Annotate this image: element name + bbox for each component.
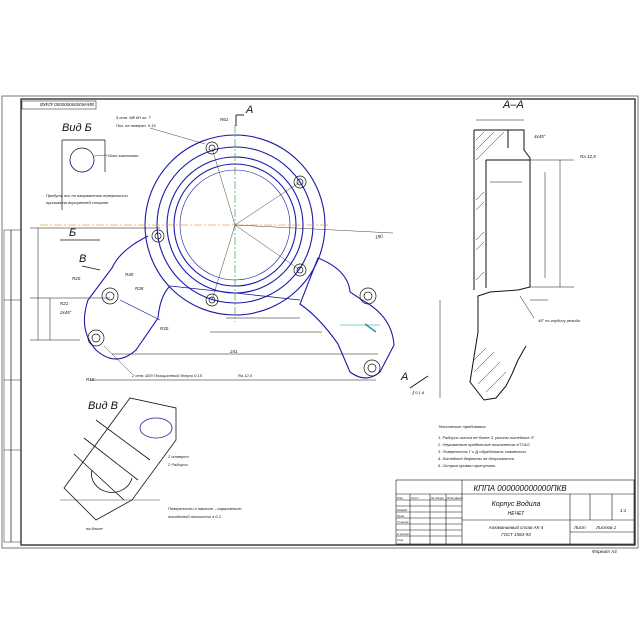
dim-r21: R21 [60, 301, 69, 306]
leader-top [149, 127, 206, 145]
note-base-1: Продуть ось по направлению поверхности [46, 193, 129, 198]
section-dim-lines [439, 119, 574, 398]
dim-r40: R40 [125, 272, 134, 277]
note-top-2: Поз. на поверхн. 0.15 [116, 123, 156, 128]
sheet-outer-border [1, 95, 639, 549]
tech-title: Технические требования [438, 424, 486, 429]
leader-window [93, 154, 109, 157]
view-b-outline [61, 139, 106, 210]
tb-row-date: Дата [454, 496, 463, 500]
dim-r30: R30 [160, 326, 169, 331]
tb-code: КППА 000000000000ПКВ [473, 484, 567, 493]
dim-4x45: 4х45° [534, 134, 546, 139]
tb-row-izm: Изм. [397, 496, 404, 500]
left-margin-strips [3, 229, 22, 543]
dim-r28: R28 [135, 286, 144, 291]
arrow-b-label: Б [69, 227, 76, 239]
main-view-holes [87, 141, 381, 377]
top-stamp-box [21, 100, 97, 110]
note-holes: 2 отв. Ø20 Позиционный допуск 0.15 [131, 373, 203, 378]
note-angle: 45° по глубину резьбы [538, 318, 580, 323]
view-v-title: Вид В [88, 400, 118, 412]
tb-sheet: Лист [573, 525, 586, 530]
note-roughness: Ra 12,5 [238, 373, 253, 378]
main-body-outline [83, 134, 395, 379]
tb-row-nkontr: Н.контр. [397, 532, 410, 536]
tb-row-list: Лист [410, 496, 419, 500]
tb-row-doc: № докум. [431, 496, 444, 500]
cut-mark-bottom [409, 375, 429, 389]
arrow-v-label: В [79, 253, 86, 265]
dim-r61: R61 [220, 117, 229, 122]
center-lines [40, 125, 394, 333]
view-v-outline [60, 397, 177, 521]
note-vd-1: 2 отверст [167, 454, 189, 459]
tb-row-utv: Утв. [397, 538, 404, 542]
dim-190: 190 [375, 234, 384, 240]
note-vd-3: Поверхности в наклоне – параллельно [168, 506, 242, 511]
tb-scale: 1:1 [620, 508, 627, 513]
main-dimension-lines [30, 227, 378, 381]
section-hatching [473, 131, 507, 393]
dim-r20: R20 [72, 276, 81, 281]
tb-material-2: ГОСТ 1583-93 [501, 532, 531, 537]
tech-req-1: 1. Радиусы литья не более 3, уклоны лите… [438, 435, 535, 440]
tech-req-4: 4. Литейные дефекты не допускаются. [438, 456, 515, 461]
tech-req-2: 2. Неуказанные предельные отклонения ±IT… [437, 442, 531, 447]
tb-row-podp: Подп. [447, 496, 455, 500]
tb-row-tkontr: Т.контр. [397, 520, 409, 524]
note-vd-5: на длине [86, 526, 103, 531]
tb-material-1: Алюминиевый сплав АК-4 [488, 524, 544, 530]
note-vd-4: посадочной плоскости в 0.1 [168, 514, 221, 519]
dim-r10: R10 [86, 377, 95, 382]
section-title: А–А [502, 99, 524, 111]
arrow-v-line [81, 265, 101, 271]
view-b-title: Вид Б [62, 122, 92, 134]
tech-req-5: 5. Острые кромки притупить. [438, 463, 497, 468]
dim-ra: Ra 12,5 [580, 154, 596, 159]
tb-format: Формат А3 [592, 549, 617, 554]
note-top-1: 5 отв. М8 6Н гл. 7 [116, 115, 152, 120]
tech-req-3: 3. Поверхность Г и Д обработать совместн… [438, 449, 527, 454]
tb-name-2: НЕЧЕТ [508, 511, 526, 517]
note-base-2: прилива на внутренней стороне [46, 200, 109, 205]
leader-holes [103, 345, 133, 375]
note-vd-2: 2 Радиусы [167, 462, 188, 467]
cut-label-top: А [245, 104, 253, 116]
tb-row-prov: Пров. [397, 514, 405, 518]
title-block-grid [395, 479, 635, 545]
section-body-outline [469, 129, 531, 401]
note-parallel: ∥ 0,1 А [412, 390, 425, 395]
tb-name-1: Корпус Водила [492, 500, 541, 508]
tb-sheets: Листов 1 [595, 525, 617, 530]
dim-2x5: 2х45° [59, 310, 72, 315]
tb-row-razrab: Разраб. [397, 508, 408, 512]
dim-241: 241 [229, 349, 238, 354]
top-stamp-text: ВИНК00000000000.424КВ [40, 102, 94, 107]
section-cut-marks [235, 114, 244, 126]
note-window: Окно заготовки [108, 153, 139, 158]
cut-label-bottom: А [400, 371, 408, 383]
